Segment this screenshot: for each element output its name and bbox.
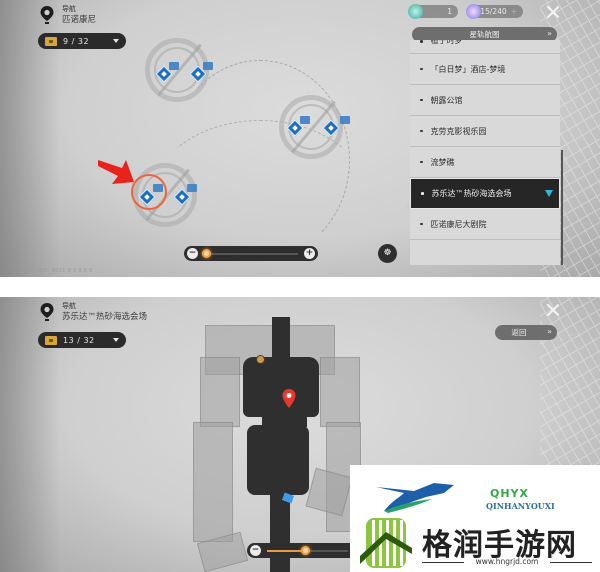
list-item[interactable]: 朝露公馆: [410, 85, 560, 116]
add-icon[interactable]: +: [510, 7, 517, 16]
map-pin-icon: [40, 303, 54, 321]
treasure-chest-counter[interactable]: 13 / 32: [38, 332, 126, 348]
close-button[interactable]: [546, 303, 560, 317]
site-watermark: QHYX QINHANYOUXI 格润手游网 www.hngrjd.com: [350, 465, 600, 572]
location-list: 植于时梦 「白日梦」酒店-梦境 朝露公馆 克劳克影视乐园 流梦礁 苏乐达™热砂海…: [410, 40, 560, 265]
stellar-jade-icon: [408, 4, 423, 19]
highlight-circle: [131, 174, 167, 210]
anchor-tag-icon: [169, 62, 179, 70]
map-building: [200, 357, 240, 427]
zoom-in-button[interactable]: +: [304, 248, 315, 259]
close-button[interactable]: [546, 5, 560, 19]
chevron-right-icon: »: [547, 29, 552, 38]
list-scrollbar[interactable]: [561, 150, 563, 265]
walkable-corridor: [270, 492, 290, 572]
zoom-slider[interactable]: − +: [184, 246, 318, 261]
house-logo-icon: [360, 518, 412, 568]
list-item[interactable]: 流梦礁: [410, 147, 560, 178]
trailblaze-power-icon: [466, 4, 481, 19]
map-filter-button[interactable]: ☸: [378, 244, 397, 263]
zoom-out-button[interactable]: −: [250, 545, 261, 556]
chevron-right-icon: »: [547, 327, 552, 336]
zoom-track[interactable]: [267, 545, 348, 555]
list-item[interactable]: 克劳克影视乐园: [410, 116, 560, 147]
site-url: www.hngrjd.com: [422, 557, 592, 566]
treasure-chest-counter[interactable]: 9 / 32: [38, 33, 126, 49]
map-pin-icon: [40, 6, 54, 24]
anchor-tag-icon: [203, 62, 213, 70]
list-item[interactable]: 植于时梦: [410, 40, 560, 54]
star-rail-map-button[interactable]: 星轨航图 »: [412, 27, 557, 42]
treasure-chest-icon: [45, 36, 57, 46]
map-building: [320, 357, 360, 427]
list-item[interactable]: 匹诺康尼大剧院: [410, 209, 560, 240]
list-item-active[interactable]: 苏乐达™热砂海选会场: [410, 178, 560, 209]
anchor-tag-icon: [300, 116, 310, 124]
caret-down-icon: [113, 39, 119, 43]
current-region: 匹诺康尼: [62, 15, 97, 25]
anchor-tag-icon: [340, 116, 350, 124]
caret-down-icon: [113, 338, 119, 342]
uid-text: UID: 8021 9 9 9 8 8: [38, 268, 93, 274]
brand-initials: QHYX: [490, 487, 530, 500]
chest-count: 13 / 32: [63, 335, 95, 345]
anchor-tag-icon: [187, 184, 197, 192]
bird-logo-icon: [376, 483, 454, 513]
current-location-marker-icon: [545, 190, 553, 197]
pointer-arrow-icon: [98, 160, 134, 184]
list-pointer-icon: ◈: [405, 202, 411, 210]
trailblaze-power-counter[interactable]: 115/240 +: [466, 4, 523, 19]
treasure-chest-icon: [45, 335, 57, 345]
walkable-corridor: [272, 317, 290, 369]
stellar-jade-counter: 1: [408, 4, 458, 19]
map-building: [193, 422, 233, 542]
current-area: 苏乐达™热砂海选会场: [62, 312, 148, 322]
brand-name: QINHANYOUXI: [486, 501, 555, 511]
world-map-panel: 导航 匹诺康尼 9 / 32 1 115/240 + 星轨航图 »: [0, 0, 600, 277]
list-item[interactable]: 「白日梦」酒店-梦境: [410, 54, 560, 85]
nav-label: 导航: [62, 5, 76, 13]
navigation-header: 导航 匹诺康尼: [40, 4, 96, 26]
site-title: 格润手游网: [422, 528, 577, 563]
chest-count: 9 / 32: [63, 36, 90, 46]
nav-label: 导航: [62, 302, 76, 310]
map-filter-icon: ☸: [383, 248, 392, 258]
zoom-out-button[interactable]: −: [187, 248, 198, 259]
zoom-track[interactable]: [202, 248, 298, 258]
walkable-area: [247, 425, 309, 495]
zoom-knob[interactable]: [202, 248, 211, 258]
location-pin-icon: [282, 389, 296, 408]
zoom-knob[interactable]: [301, 545, 310, 555]
zoom-slider[interactable]: −: [247, 543, 357, 558]
back-button[interactable]: 返回 »: [495, 325, 557, 340]
navigation-header: 导航 苏乐达™热砂海选会场: [40, 301, 147, 323]
route-line: [150, 120, 370, 277]
npc-marker-icon[interactable]: [256, 355, 265, 364]
walkable-area: [262, 407, 307, 427]
